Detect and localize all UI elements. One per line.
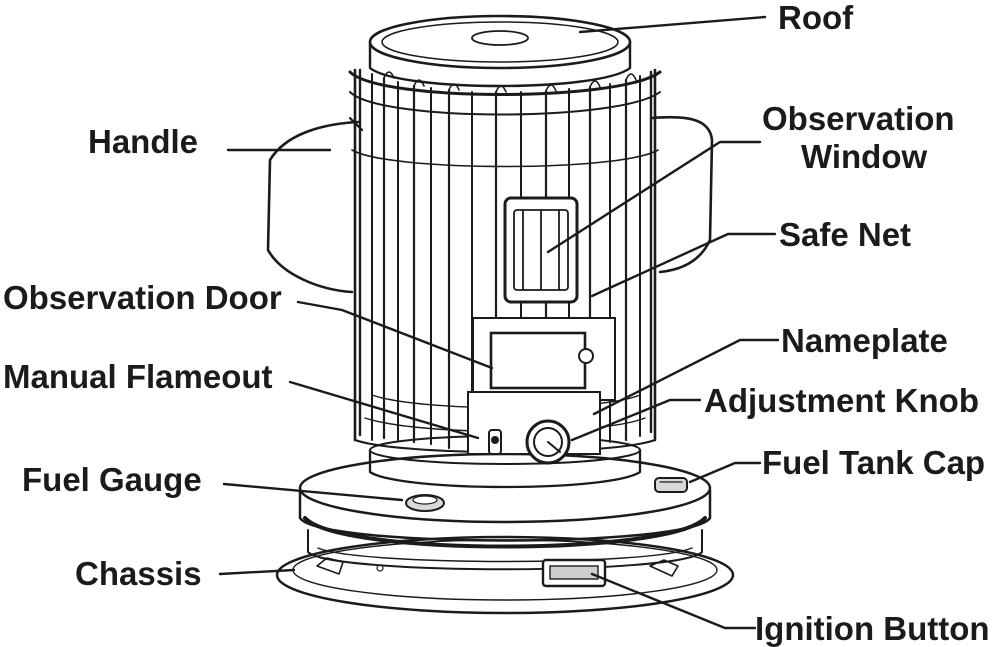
roof <box>368 14 632 88</box>
label-roof: Roof <box>778 0 854 36</box>
heater-illustration <box>266 14 735 615</box>
observation-door <box>472 317 616 401</box>
label-observation-window-line2: Window <box>801 138 927 175</box>
label-fuel-tank-cap: Fuel Tank Cap <box>762 444 985 481</box>
fuel-gauge <box>405 494 445 512</box>
label-handle: Handle <box>88 123 198 160</box>
label-observation-door: Observation Door <box>3 279 282 316</box>
label-nameplate: Nameplate <box>781 322 948 359</box>
label-observation-window-line1: Observation <box>762 100 955 137</box>
label-manual-flameout: Manual Flameout <box>3 358 273 395</box>
ignition-button <box>541 558 607 588</box>
observation-window <box>503 196 579 304</box>
label-chassis: Chassis <box>75 555 202 592</box>
label-fuel-gauge: Fuel Gauge <box>22 461 202 498</box>
labels: Roof Observation Window Handle Safe Net … <box>3 0 990 647</box>
fuel-tank <box>298 452 712 571</box>
label-ignition-button: Ignition Button <box>755 610 990 647</box>
fuel-tank-cap <box>654 477 688 493</box>
handle <box>266 115 714 294</box>
leader-lines <box>218 15 780 630</box>
manual-flameout <box>488 429 502 455</box>
label-adjustment-knob: Adjustment Knob <box>704 382 979 419</box>
label-safe-net: Safe Net <box>779 216 911 253</box>
adjustment-knob <box>525 419 571 465</box>
